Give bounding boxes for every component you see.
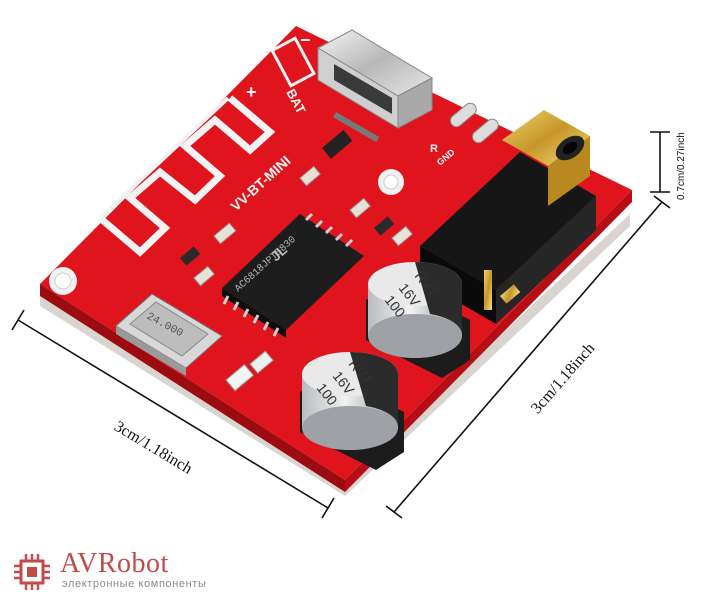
capacitor-2: 100 16V RVT xyxy=(300,352,404,470)
crystal-oscillator: 24.000 xyxy=(115,293,223,376)
height-dimension-label: 0.7cm/0.27inch xyxy=(676,132,687,200)
minus-label: − xyxy=(300,30,311,50)
plus-label: + xyxy=(246,82,257,102)
chip-logo-icon xyxy=(14,554,50,590)
capacitor-1: 100 16V RVT xyxy=(366,262,470,378)
brand-name: AVRobot xyxy=(60,548,169,579)
micro-usb-connector xyxy=(316,29,434,143)
main-chip: JL AC6818JPT5830 xyxy=(222,212,364,338)
jack-label-r: R xyxy=(430,143,438,155)
dimension-width xyxy=(11,309,335,519)
dimension-height xyxy=(650,131,670,193)
smd-components xyxy=(179,102,499,392)
brand-tagline: электронные компоненты xyxy=(62,578,207,590)
antenna-trace xyxy=(97,95,276,257)
dimension-depth xyxy=(385,195,671,519)
mounting-hole xyxy=(49,169,404,295)
